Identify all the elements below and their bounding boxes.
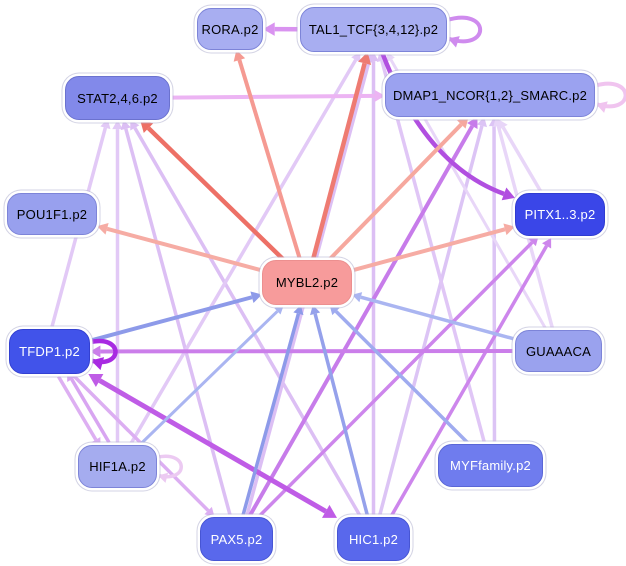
node-label: TAL1_TCF{3,4,12}.p2 xyxy=(308,22,439,37)
node-gua[interactable]: GUAAACA xyxy=(515,330,602,372)
edge-gua-mybl2[interactable] xyxy=(352,292,516,341)
edge-gua-tfdp[interactable] xyxy=(90,345,516,358)
edge-hif-mybl2[interactable] xyxy=(138,305,284,447)
edge-mybl2-rora[interactable] xyxy=(233,50,303,261)
node-label: MYBL2.p2 xyxy=(275,275,339,290)
node-tal1[interactable]: TAL1_TCF{3,4,12}.p2 xyxy=(300,7,447,52)
node-rora[interactable]: RORA.p2 xyxy=(197,8,263,50)
node-label: RORA.p2 xyxy=(201,21,259,37)
node-hic1[interactable]: HIC1.p2 xyxy=(337,517,410,561)
edge-myf-mybl2[interactable] xyxy=(329,305,471,446)
edge-hif-tfdp[interactable] xyxy=(67,371,111,444)
edge-mybl2-pou[interactable] xyxy=(97,222,263,273)
edge-pitx-dmap[interactable] xyxy=(498,119,545,197)
node-mybl2[interactable]: MYBL2.p2 xyxy=(262,260,352,305)
self-loop-edge-hif[interactable] xyxy=(155,454,183,483)
node-label: PAX5.p2 xyxy=(210,531,263,547)
edge-hic1-tfdp[interactable] xyxy=(88,374,337,518)
self-loop-edge-dmap[interactable] xyxy=(593,81,626,113)
edge-pax5-dmap[interactable] xyxy=(247,117,478,518)
node-label: MYFfamily.p2 xyxy=(450,458,531,473)
node-pax5[interactable]: PAX5.p2 xyxy=(200,517,273,561)
node-hif[interactable]: HIF1A.p2 xyxy=(78,445,157,488)
node-tfdp[interactable]: TFDP1.p2 xyxy=(9,329,90,374)
edge-hif-tal1[interactable] xyxy=(128,52,361,446)
node-label: STAT2,4,6.p2 xyxy=(77,90,158,106)
edge-stat-dmap[interactable] xyxy=(169,89,385,102)
node-label: DMAP1_NCOR{1,2}_SMARC.p2 xyxy=(392,87,588,103)
edge-mybl2-pitx[interactable] xyxy=(351,223,515,273)
edge-hic1-pitx[interactable] xyxy=(388,237,552,520)
edge-hic1-tal1[interactable] xyxy=(368,52,379,517)
edge-pax5-pitx[interactable] xyxy=(257,236,539,519)
edge-mybl2-stat[interactable] xyxy=(140,120,286,262)
node-label: TFDP1.p2 xyxy=(19,344,80,359)
edge-pax5-mybl2[interactable] xyxy=(240,305,304,518)
edge-mybl2-dmap[interactable] xyxy=(327,117,469,262)
edge-pax5-stat[interactable] xyxy=(120,120,233,518)
edge-tfdp-mybl2[interactable] xyxy=(89,291,262,343)
node-label: PITX1..3.p2 xyxy=(524,207,596,222)
edge-mybl2-tal1[interactable] xyxy=(310,52,372,261)
self-loop-edge-tfdp[interactable] xyxy=(88,338,118,371)
node-myf[interactable]: MYFfamily.p2 xyxy=(438,444,543,487)
node-dmap[interactable]: DMAP1_NCOR{1,2}_SMARC.p2 xyxy=(385,73,595,117)
node-label: POU1F1.p2 xyxy=(16,206,88,222)
node-label: GUAAACA xyxy=(526,343,591,359)
edge-tal1-rora[interactable] xyxy=(263,22,301,36)
edge-tfdp-hif[interactable] xyxy=(56,375,101,448)
node-label: HIC1.p2 xyxy=(348,531,399,547)
edge-hic1-mybl2[interactable] xyxy=(310,305,370,518)
node-pitx[interactable]: PITX1..3.p2 xyxy=(515,193,605,236)
edge-hif-stat[interactable] xyxy=(112,120,123,445)
node-label: HIF1A.p2 xyxy=(89,459,146,474)
node-pou[interactable]: POU1F1.p2 xyxy=(7,193,97,235)
self-loop-edge-tal1[interactable] xyxy=(445,15,483,48)
node-stat[interactable]: STAT2,4,6.p2 xyxy=(65,76,170,120)
edge-tfdp-pax5[interactable] xyxy=(70,372,215,517)
